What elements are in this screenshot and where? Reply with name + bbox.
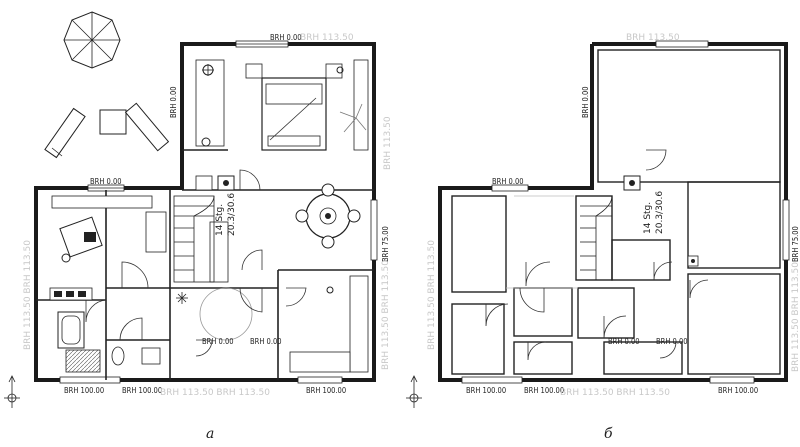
- label-stair-steps-b: 14 Stg.: [643, 202, 653, 234]
- label-brh-top: BRH 0.00: [270, 33, 302, 42]
- caption-left: а: [206, 426, 214, 442]
- label-brh-bottom-right: BRH 100.00: [306, 386, 346, 395]
- label-brh-top-grey: BRH 113.50: [300, 33, 354, 43]
- label-brh-upper-left-wing: BRH 0.00: [90, 177, 122, 186]
- staircase: [173, 195, 229, 283]
- label-brh-bottom-grey-b: BRH 113.50 BRH 113.50: [560, 388, 670, 398]
- label-brh-right-grey-b: BRH 113.50 BRH 113.50: [791, 262, 800, 372]
- label-brh-hall-left-b: BRH 0.00: [608, 337, 640, 346]
- label-brh-vertical-upper-b: BRH 0.00: [581, 86, 590, 118]
- label-brh-right-grey-upper: BRH 113.50: [383, 116, 393, 170]
- interior-walls-a: [36, 149, 374, 380]
- plant-icon: [339, 103, 367, 133]
- north-arrow-icon-b: [406, 375, 422, 408]
- label-stair-ratio-b: 20.3/30.6: [655, 191, 665, 234]
- dining-table: [295, 183, 361, 249]
- desk: [59, 216, 103, 258]
- label-brh-right-vertical-b: BRH 75.00: [791, 226, 800, 262]
- label-brh-right-vertical: BRH 75.00: [381, 226, 390, 262]
- umbrella-icon: [63, 11, 121, 69]
- label-brh-hall-right-b: BRH 0.00: [656, 337, 688, 346]
- label-brh-left-grey-b: BRH 113.50 BRH 113.50: [427, 240, 437, 350]
- label-brh-upper-left-wing-b: BRH 0.00: [492, 177, 524, 186]
- north-arrow-icon: [4, 375, 20, 408]
- outer-walls-b: [438, 42, 788, 382]
- plan-b: BRH 113.50 BRH 0.00 BRH 0.00 BRH 113.50 …: [406, 33, 800, 442]
- side-table: [99, 109, 127, 135]
- label-brh-bottom-2-b: BRH 100.00: [524, 386, 564, 395]
- doors-a: [85, 169, 307, 357]
- label-brh-bottom-1: BRH 100.00: [64, 386, 104, 395]
- plan-a: BRH 0.00 BRH 113.50 BRH 0.00 BRH 113.50 …: [4, 11, 393, 442]
- label-brh-vertical-upper: BRH 0.00: [169, 86, 178, 118]
- caption-right: б: [604, 426, 613, 442]
- label-brh-bottom-grey: BRH 113.50 BRH 113.50: [160, 388, 270, 398]
- label-brh-bottom-right-b: BRH 100.00: [718, 386, 758, 395]
- label-brh-bottom-1-b: BRH 100.00: [466, 386, 506, 395]
- label-brh-left-grey: BRH 113.50 BRH 113.50: [23, 240, 33, 350]
- label-stair-steps: 14 Stg.: [215, 204, 225, 236]
- room-outlines-b: [451, 49, 781, 375]
- label-brh-hall-left: BRH 0.00: [202, 337, 234, 346]
- ceiling-light-icon: [176, 292, 188, 304]
- doors-b: [485, 149, 709, 361]
- label-brh-top-grey-b: BRH 113.50: [626, 33, 680, 43]
- faint-outline-b: [506, 195, 578, 289]
- label-stair-ratio: 20.3/30.6: [227, 193, 237, 236]
- staircase-b: [580, 195, 613, 280]
- label-brh-bottom-2: BRH 100.00: [122, 386, 162, 395]
- label-brh-hall-right: BRH 0.00: [250, 337, 282, 346]
- sun-lounger-right: [124, 102, 170, 152]
- label-brh-right-grey: BRH 113.50 BRH 113.50: [381, 260, 391, 370]
- sun-lounger-left: [44, 107, 86, 159]
